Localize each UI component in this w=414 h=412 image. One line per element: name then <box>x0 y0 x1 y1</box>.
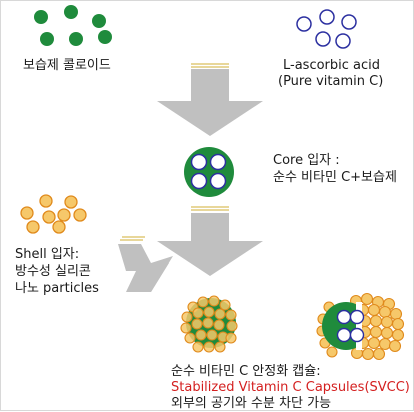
vitamin-c-dots <box>296 9 357 49</box>
shell-line3: 나노 particles <box>15 281 99 296</box>
vitamin-c-label-line1: L-ascorbic acid <box>283 58 381 73</box>
vitamin-c-label-line2: (Pure vitamin C) <box>278 74 384 89</box>
core-particle <box>184 147 234 197</box>
result-line3: 외부의 공기와 수분 차단 가능 <box>171 396 332 411</box>
moisturizer-label: 보습제 콜로이드 <box>23 58 111 73</box>
moisturizer-colloid-dots <box>34 5 112 46</box>
arrow-down-1 <box>157 63 263 136</box>
shell-title: Shell 입자: <box>15 247 80 262</box>
arrow-down-2 <box>157 206 263 276</box>
shell-line2: 방수성 실리콘 <box>15 264 91 279</box>
result-line1: 순수 비타민 C 안정화 캡슐: <box>171 364 321 379</box>
capsule-coated <box>180 295 238 353</box>
shell-particle-dots <box>20 194 87 234</box>
result-line2: Stabilized Vitamin C Capsules(SVCC) <box>171 380 410 395</box>
capsule-cross-section <box>316 292 405 361</box>
core-desc: 순수 비타민 C+보습제 <box>273 170 397 185</box>
arrow-diagonal <box>118 236 173 292</box>
core-title: Core 입자 : <box>273 153 340 168</box>
